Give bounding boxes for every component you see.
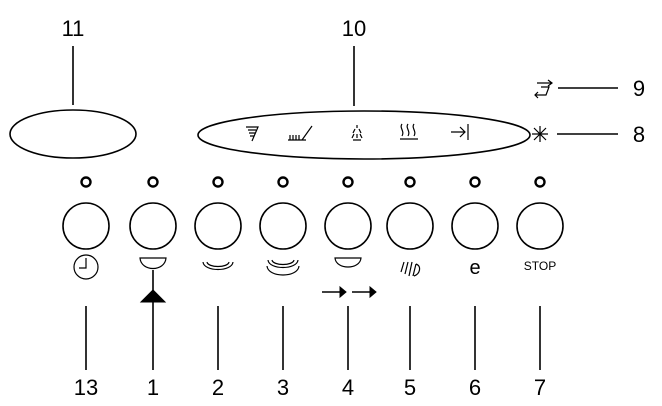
- button-row: 13 1 2 3 4 5 e 6 STOP 7: [62, 176, 564, 400]
- button-circle[interactable]: [324, 202, 372, 250]
- sync-arrows-icon: [534, 79, 553, 99]
- clock-icon: [73, 254, 99, 280]
- program-button-1[interactable]: [129, 176, 177, 250]
- program-button-4[interactable]: [324, 176, 372, 250]
- button-circle[interactable]: [259, 202, 307, 250]
- button-circle[interactable]: [516, 202, 564, 250]
- rinse-spray-icon: [351, 125, 363, 141]
- indicator-led: [469, 176, 481, 188]
- program-button-2[interactable]: [194, 176, 242, 250]
- callout-label-8: 8: [633, 122, 645, 147]
- program-button-13[interactable]: [62, 176, 110, 250]
- button-circle[interactable]: [129, 202, 177, 250]
- bowl-icon: [202, 261, 234, 271]
- indicator-led: [277, 176, 289, 188]
- program-button-3[interactable]: [259, 176, 307, 250]
- button-number-3: 3: [277, 375, 289, 400]
- button-number-7: 7: [534, 375, 546, 400]
- button-circle[interactable]: [62, 202, 110, 250]
- button-number-13: 13: [74, 375, 98, 400]
- spray-hand-icon: [400, 261, 421, 277]
- callout-label-10: 10: [342, 16, 366, 41]
- button-number-1: 1: [147, 375, 159, 400]
- button-circle[interactable]: [386, 202, 434, 250]
- indicator-led: [80, 176, 92, 188]
- indicator-led: [212, 176, 224, 188]
- end-arrow-icon: [451, 124, 469, 140]
- indicator-led: [404, 176, 416, 188]
- dry-heat-icon: [400, 123, 418, 140]
- indicator-led: [534, 176, 546, 188]
- display-window: [9, 109, 137, 159]
- sparkle-icon: [532, 126, 548, 142]
- button-number-4: 4: [342, 375, 354, 400]
- program-button-5[interactable]: [386, 176, 434, 250]
- button-number-6: 6: [469, 375, 481, 400]
- callout-label-11: 11: [62, 16, 85, 41]
- program-button-6[interactable]: [451, 176, 499, 250]
- indicator-panel: [197, 110, 531, 160]
- stop-label: STOP: [524, 259, 556, 273]
- button-circle[interactable]: [451, 202, 499, 250]
- e-label: e: [469, 257, 480, 279]
- indicator-led: [342, 176, 354, 188]
- program-button-7[interactable]: [516, 176, 564, 250]
- brush-wash-icon: [288, 125, 313, 141]
- callout-label-9: 9: [633, 76, 645, 101]
- double-bowl-icon: [266, 259, 300, 276]
- button-circle[interactable]: [194, 202, 242, 250]
- button-number-2: 2: [212, 375, 224, 400]
- prewash-icon: [246, 126, 259, 142]
- bowl-arrows-icon: [322, 257, 377, 299]
- indicator-led: [147, 176, 159, 188]
- button-number-5: 5: [404, 375, 416, 400]
